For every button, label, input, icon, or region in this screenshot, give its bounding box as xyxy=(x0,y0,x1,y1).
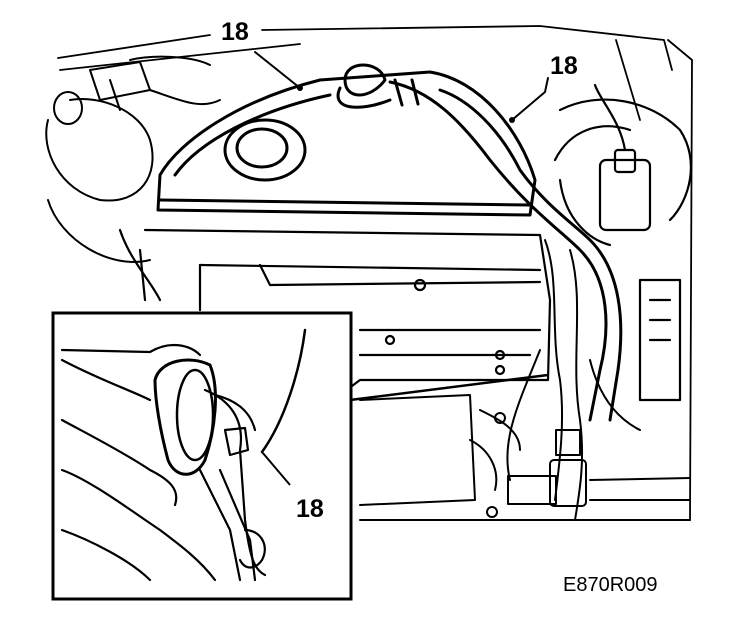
callout-leaders xyxy=(254,51,549,121)
callout-label-hose: 18 xyxy=(550,52,578,80)
callout-label-air-box: 18 xyxy=(221,18,249,46)
strut-tower xyxy=(45,55,221,263)
figure-code: E870R009 xyxy=(563,574,658,596)
engine-block xyxy=(118,228,552,397)
brake-booster xyxy=(553,83,692,402)
inset-detail xyxy=(51,311,549,601)
air-box-cover xyxy=(156,70,537,217)
callout-label-inset: 18 xyxy=(296,495,324,523)
lower-components xyxy=(359,394,691,521)
intake-hose xyxy=(336,63,623,422)
